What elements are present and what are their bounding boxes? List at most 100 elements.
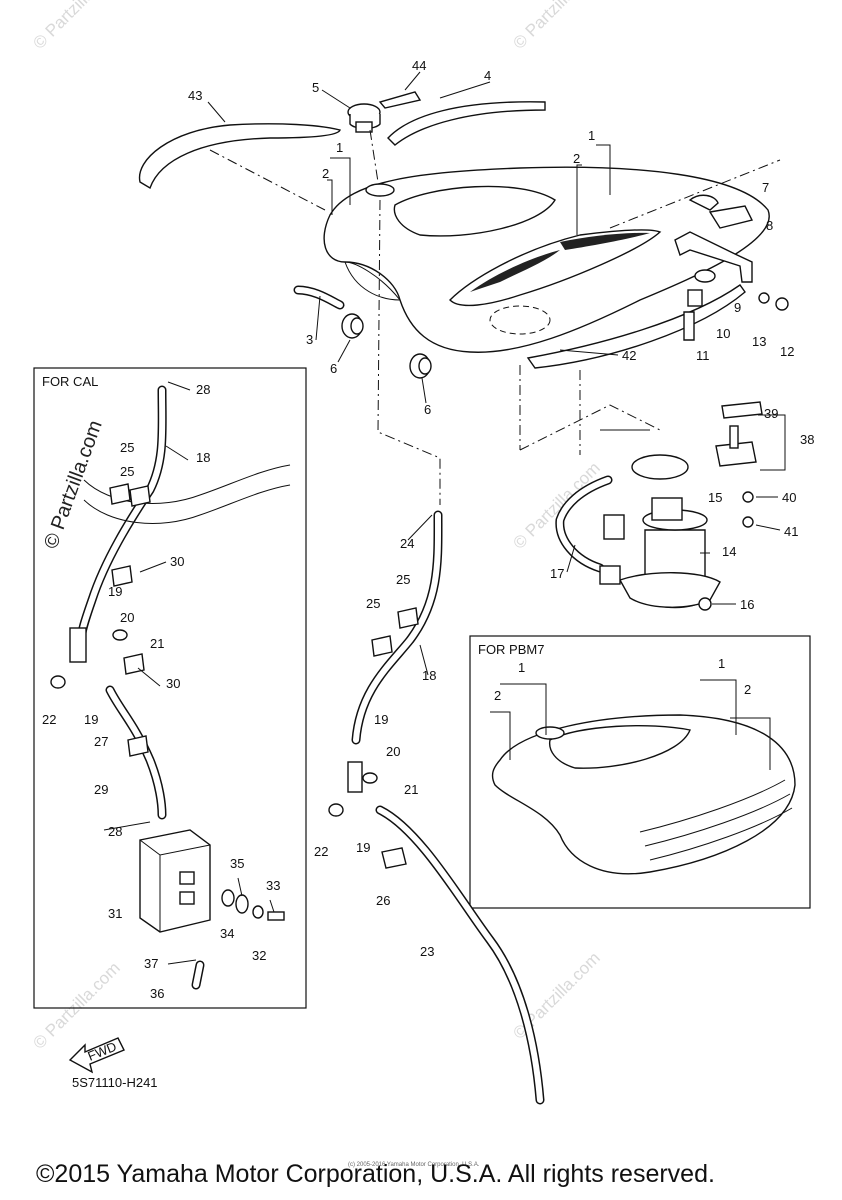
fwd-label: FWD: [86, 1039, 119, 1064]
pbm7-tank: [491, 714, 796, 875]
callout-5: 5: [312, 80, 319, 95]
clip-25b: [397, 607, 419, 629]
callout-38: 38: [800, 432, 814, 447]
bracket-7: [708, 205, 754, 229]
cap-22: [328, 803, 344, 817]
copyright-notice: ©2015 Yamaha Motor Corporation, U.S.A. A…: [36, 1160, 715, 1188]
collar-10: [687, 289, 703, 307]
callout-pbm7-2b: 2: [744, 682, 751, 697]
box-leaders: [103, 381, 771, 965]
callout-2b: 2: [573, 151, 580, 166]
assembly-lines: [209, 129, 781, 505]
cal-box-label: FOR CAL: [42, 374, 98, 389]
callout-pbm7-1b: 1: [718, 656, 725, 671]
callout-20b: 20: [386, 744, 400, 759]
callout-37: 37: [144, 956, 158, 971]
connector-a: [603, 514, 625, 540]
cal-components: [50, 385, 291, 990]
grommet-6b: [409, 353, 432, 379]
callout-6b: 6: [424, 402, 431, 417]
fwd-arrow: FWD: [68, 1037, 125, 1074]
strip-4: [387, 101, 546, 146]
callout-2: 2: [322, 166, 329, 181]
callout-25c: 25: [366, 596, 380, 611]
callout-18b: 18: [422, 668, 436, 683]
fuel-tank: [323, 166, 770, 353]
callout-26: 26: [376, 893, 390, 908]
clip-26: [381, 847, 407, 869]
gasket-15: [631, 454, 689, 480]
tiny-credit: (c) 2005-2016 Yamaha Motor Corporation, …: [348, 1162, 480, 1168]
sender-38: [715, 441, 757, 467]
callout-14: 14: [722, 544, 736, 559]
callout-15: 15: [708, 490, 722, 505]
callout-27: 27: [94, 734, 108, 749]
callout-9: 9: [734, 300, 741, 315]
callout-28b: 28: [108, 824, 122, 839]
callout-25d: 25: [396, 572, 410, 587]
callout-35: 35: [230, 856, 244, 871]
clip-25a: [371, 635, 393, 657]
callout-39: 39: [764, 406, 778, 421]
bolt-12: [775, 297, 789, 311]
callout-16: 16: [740, 597, 754, 612]
callout-10: 10: [716, 326, 730, 341]
callout-30a: 30: [170, 554, 184, 569]
callout-20: 20: [120, 610, 134, 625]
callouts: 1 2 1 2 3 4 5 6 6 7 8 9 10 11 12 13 14 1…: [42, 58, 814, 1001]
washer-40: [742, 491, 754, 503]
callout-17: 17: [550, 566, 564, 581]
callout-1b: 1: [588, 128, 595, 143]
callout-11: 11: [696, 348, 710, 363]
callout-18: 18: [196, 450, 210, 465]
watermark-top-right: © Partzilla.com: [509, 0, 603, 53]
callout-19d: 19: [84, 712, 98, 727]
callout-leaders: [207, 71, 786, 676]
callout-30b: 30: [166, 676, 180, 691]
watermark-bottom-left: © Partzilla.com: [29, 958, 123, 1052]
callout-29: 29: [94, 782, 108, 797]
callout-19c: 19: [356, 840, 370, 855]
watermark-side: © Partzilla.com: [40, 418, 107, 552]
valve-21: [362, 772, 378, 784]
callout-4: 4: [484, 68, 491, 83]
diagram-code: 5S71110-H241: [72, 1075, 158, 1090]
callout-19: 19: [108, 584, 122, 599]
callout-3: 3: [306, 332, 313, 347]
callout-21: 21: [150, 636, 164, 651]
callout-pbm7-1a: 1: [518, 660, 525, 675]
cal-box: [33, 367, 307, 1009]
strip-42: [526, 284, 746, 369]
callout-12: 12: [780, 344, 794, 359]
fuel-cap: [347, 103, 381, 133]
callout-21b: 21: [404, 782, 418, 797]
emblem-44: [378, 91, 422, 109]
callout-22b: 22: [314, 844, 328, 859]
bolt-41: [742, 516, 754, 528]
callout-28a: 28: [196, 382, 210, 397]
callout-22: 22: [42, 712, 56, 727]
watermark-mid-right: © Partzilla.com: [509, 458, 603, 552]
callout-25a: 25: [120, 440, 134, 455]
bolt-11: [683, 311, 695, 341]
callout-33: 33: [266, 878, 280, 893]
valve-20: [347, 761, 363, 793]
callout-24: 24: [400, 536, 414, 551]
callout-36: 36: [150, 986, 164, 1001]
sender-stem: [729, 425, 739, 449]
callout-32: 32: [252, 948, 266, 963]
grommet-6a: [341, 313, 364, 339]
callout-44: 44: [412, 58, 426, 73]
callout-23: 23: [420, 944, 434, 959]
callout-31: 31: [108, 906, 122, 921]
fuel-pump-14: [618, 497, 721, 609]
pbm7-box-label: FOR PBM7: [478, 642, 544, 657]
damper-9: [694, 269, 716, 283]
callout-6a: 6: [330, 361, 337, 376]
watermark-top-left: © Partzilla.com: [29, 0, 123, 53]
watermarks: © Partzilla.com © Partzilla.com © Partzi…: [29, 0, 603, 1053]
callout-42: 42: [622, 348, 636, 363]
callout-19b: 19: [374, 712, 388, 727]
callout-41: 41: [784, 524, 798, 539]
